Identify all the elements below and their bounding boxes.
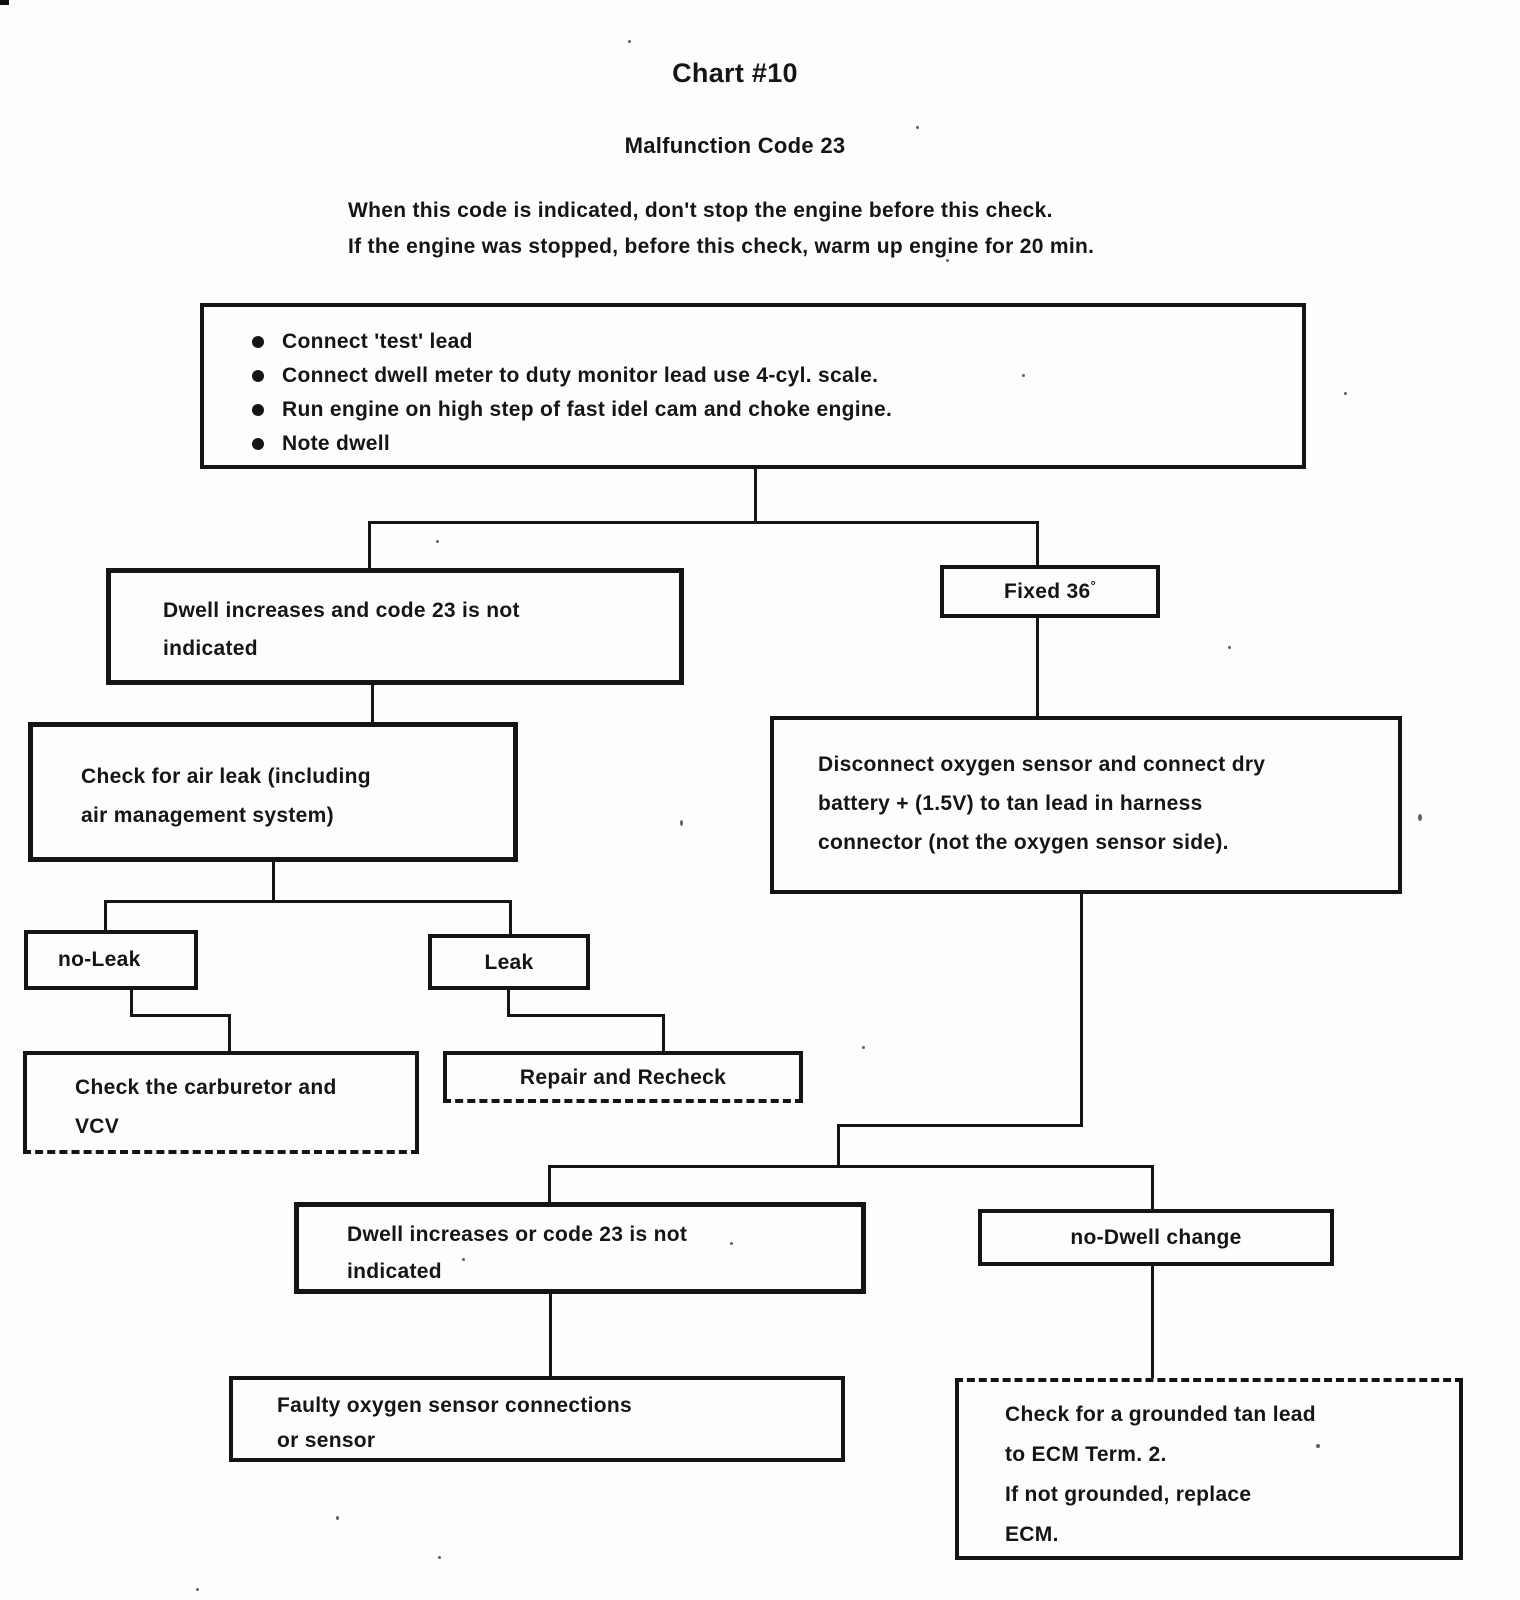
intro-line: If the engine was stopped, before this c…	[348, 235, 1095, 258]
scan-speck	[628, 40, 631, 43]
scan-speck	[462, 1258, 465, 1261]
node-text-line: battery + (1.5V) to tan lead in harness	[818, 792, 1203, 815]
connector-line	[1036, 521, 1039, 567]
procedure-step: Run engine on high step of fast idel cam…	[252, 398, 1282, 422]
scan-speck	[438, 1556, 441, 1559]
node-text-line: VCV	[75, 1115, 120, 1138]
connector-line	[548, 1165, 1154, 1168]
connector-line	[1151, 1165, 1154, 1211]
bullet-icon	[252, 404, 264, 416]
node-text-line: connector (not the oxygen sensor side).	[818, 831, 1229, 854]
connector-line	[104, 900, 512, 903]
connector-line	[548, 1165, 551, 1204]
scan-speck	[730, 1242, 733, 1245]
node-check-air-leak: Check for air leak (including air manage…	[28, 722, 518, 862]
intro-line: When this code is indicated, don't stop …	[348, 199, 1053, 222]
scan-speck	[1228, 646, 1231, 649]
connector-line	[754, 469, 757, 523]
node-dwell-increases-and-code23-not-indicated: Dwell increases and code 23 is not indic…	[106, 568, 684, 685]
node-text-line: Faulty oxygen sensor connections	[277, 1394, 633, 1417]
node-text-line: indicated	[163, 637, 258, 660]
procedure-step-text: Connect dwell meter to duty monitor lead…	[282, 364, 879, 387]
scan-speck	[436, 540, 439, 543]
scan-speck	[1022, 374, 1025, 377]
node-text-line: Leak	[484, 951, 534, 974]
connector-line	[228, 1014, 231, 1053]
connector-line	[272, 860, 275, 903]
scan-speck	[1418, 814, 1422, 821]
scan-speck	[1344, 392, 1347, 395]
node-text-line: or sensor	[277, 1429, 376, 1452]
scan-artifact	[0, 0, 9, 5]
procedure-step: Connect dwell meter to duty monitor lead…	[252, 364, 1282, 388]
node-disconnect-oxygen-sensor: Disconnect oxygen sensor and connect dry…	[770, 716, 1402, 894]
node-no-dwell-change: no-Dwell change	[978, 1209, 1334, 1266]
node-check-grounded-tan-lead: Check for a grounded tan lead to ECM Ter…	[955, 1378, 1463, 1560]
scan-speck	[336, 1516, 339, 1520]
node-text-line: ECM.	[1005, 1523, 1059, 1546]
scan-speck	[946, 259, 949, 262]
node-check-carburetor-vcv: Check the carburetor and VCV	[23, 1051, 419, 1154]
connector-line	[1036, 616, 1039, 718]
connector-line	[549, 1292, 552, 1378]
bullet-icon	[252, 336, 264, 348]
node-text-line: to ECM Term. 2.	[1005, 1443, 1167, 1466]
node-text-line: no-Leak	[58, 948, 141, 971]
connector-line	[371, 683, 374, 724]
procedure-step-text: Run engine on high step of fast idel cam…	[282, 398, 893, 421]
connector-line	[130, 988, 133, 1017]
page-title: Chart #10	[672, 58, 798, 88]
procedure-step-text: Note dwell	[282, 432, 391, 455]
procedure-step: Connect 'test' lead	[252, 330, 1282, 354]
scan-speck	[916, 126, 919, 129]
node-procedure: Connect 'test' lead Connect dwell meter …	[200, 303, 1306, 469]
scan-speck	[1316, 1444, 1320, 1448]
scan-speck	[680, 820, 683, 826]
connector-line	[1151, 1264, 1154, 1380]
connector-line	[507, 1014, 665, 1017]
scan-speck	[862, 1046, 865, 1049]
node-text-line: no-Dwell change	[1070, 1226, 1242, 1249]
connector-line	[368, 521, 1039, 524]
connector-line	[509, 900, 512, 936]
connector-line	[368, 521, 371, 570]
connector-line	[1080, 892, 1083, 1127]
connector-line	[104, 900, 107, 932]
node-text-line: Check the carburetor and	[75, 1076, 337, 1099]
node-no-leak: no-Leak	[24, 930, 198, 990]
node-text-line: Disconnect oxygen sensor and connect dry	[818, 753, 1266, 776]
bullet-icon	[252, 370, 264, 382]
node-text-line: Fixed 36	[1004, 580, 1091, 603]
node-text-line: Check for a grounded tan lead	[1005, 1403, 1316, 1426]
page-subtitle: Malfunction Code 23	[624, 133, 846, 158]
connector-line	[507, 988, 510, 1017]
node-text-line: Dwell increases and code 23 is not	[163, 599, 520, 622]
node-leak: Leak	[428, 934, 590, 990]
procedure-step: Note dwell	[252, 432, 1282, 456]
node-repair-and-recheck: Repair and Recheck	[443, 1051, 803, 1103]
connector-line	[130, 1014, 231, 1017]
node-text-line: air management system)	[81, 804, 334, 827]
node-dwell-increases-or-code23-not-indicated: Dwell increases or code 23 is not indica…	[294, 1202, 866, 1294]
node-faulty-oxygen-sensor: Faulty oxygen sensor connections or sens…	[229, 1376, 845, 1462]
node-fixed-36-degrees: Fixed 36°	[940, 565, 1160, 618]
node-text-line: Repair and Recheck	[519, 1066, 727, 1089]
bullet-icon	[252, 438, 264, 450]
node-text-line: Dwell increases or code 23 is not	[347, 1223, 688, 1246]
intro-note: When this code is indicated, don't stop …	[348, 193, 1094, 265]
scan-speck	[196, 1588, 199, 1591]
connector-line	[837, 1124, 1083, 1127]
degree-symbol: °	[1090, 578, 1096, 593]
connector-line	[837, 1124, 840, 1168]
node-text-line: If not grounded, replace	[1005, 1483, 1252, 1506]
node-text-line: Check for air leak (including	[81, 765, 371, 788]
procedure-step-text: Connect 'test' lead	[282, 330, 473, 353]
node-text-line: indicated	[347, 1260, 442, 1283]
page-header: Chart #10 Malfunction Code 23	[0, 0, 1470, 159]
connector-line	[662, 1014, 665, 1053]
